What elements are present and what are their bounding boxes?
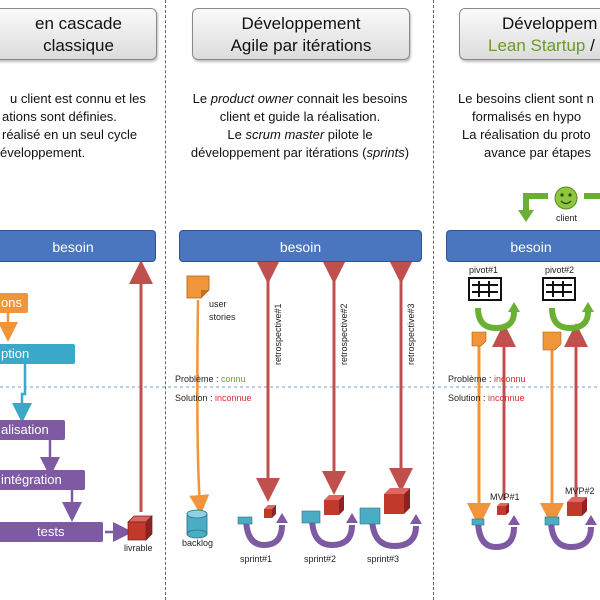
cascade-step-specifications: ons (0, 293, 28, 313)
sprint-label-3: sprint#3 (367, 554, 400, 564)
user-stories-label: user stories (209, 298, 236, 324)
col3-title-line2: Lean Startup / (488, 35, 600, 57)
col1-desc-line2: ations sont définies. (2, 109, 117, 124)
col2-desc-l1-pre: Le (192, 91, 211, 106)
cascade-step-tests: tests (0, 522, 103, 542)
col1-desc-line3: réalisé en un seul cycle (2, 127, 138, 142)
col3-solution-value: inconnue (488, 393, 525, 403)
col3-title-lean: Lean Startup (488, 36, 586, 55)
col2-desc-l4-pre: développement par itérations ( (190, 145, 367, 160)
col3-solution-label: Solution : (448, 393, 489, 403)
col3-besoin-bar: besoin (446, 230, 600, 262)
col3-probleme: Problème : inconnu (448, 374, 526, 384)
col2-solution-value: inconnue (215, 393, 252, 403)
col2-desc-l4-post: ) (404, 145, 410, 160)
col2-desc-l3-pre: Le (227, 127, 246, 142)
col2-desc-line4: développement par itérations (sprints) (168, 144, 432, 162)
cascade-step-integration: intégration (0, 470, 85, 490)
mvp-label-2: MVP#2 (565, 486, 595, 496)
sprint-label-1: sprint#1 (240, 554, 273, 564)
client-label: client (556, 213, 578, 223)
col2-desc-l1-em: product owner (210, 91, 294, 106)
col2-title-line1: Développement (241, 14, 361, 33)
col2-solution: Solution : inconnue (175, 393, 252, 403)
col2-probleme: Problème : connu (175, 374, 246, 384)
col3-title: Développem Lean Startup / (459, 8, 600, 60)
col3-title-rest: / (585, 36, 595, 55)
col3-probleme-label: Problème : (448, 374, 495, 384)
col2-desc-l4-em: sprints (366, 145, 405, 160)
retrospective-label-3: retrospective#3 (406, 303, 416, 365)
col3-description: Le besoins client sont n formalisés en h… (450, 90, 600, 162)
col2-desc-line3: Le scrum master pilote le (168, 126, 432, 144)
pivot-label-1: pivot#1 (469, 265, 499, 275)
col3-title-line1: Développem (502, 14, 598, 33)
mvp-label-1: MVP#1 (490, 492, 520, 502)
cascade-step-conception: ption (0, 344, 75, 364)
col3-probleme-value: inconnu (494, 374, 526, 384)
col2-description: Le product owner connait les besoins cli… (168, 90, 432, 162)
col3-solution: Solution : inconnue (448, 393, 525, 403)
col3-desc-line4: avance par étapes (484, 145, 591, 160)
col1-title: en cascade classique (0, 8, 157, 60)
col3-desc-line1: Le besoins client sont n (458, 91, 594, 106)
user-stories-label-1: user (209, 299, 227, 309)
col2-desc-line1: Le product owner connait les besoins (168, 90, 432, 108)
col2-title: Développement Agile par itérations (192, 8, 410, 60)
cascade-step-realisation: alisation (0, 420, 65, 440)
retrospective-label-2: retrospective#2 (339, 303, 349, 365)
cascade-arrow-2 (12, 364, 32, 423)
col2-desc-l3-post: pilote le (324, 127, 373, 142)
col2-besoin-bar: besoin (179, 230, 422, 262)
col1-besoin-bar: besoin (0, 230, 156, 262)
col2-desc-line2: client et guide la réalisation. (219, 109, 381, 124)
col2-title-line2: Agile par itérations (230, 36, 372, 55)
col1-desc-line1: u client est connu et les (10, 91, 146, 106)
col3-desc-line3: La réalisation du proto (462, 127, 591, 142)
user-stories-label-2: stories (209, 312, 236, 322)
col1-title-line2: classique (43, 36, 114, 55)
col2-probleme-label: Problème : (175, 374, 222, 384)
backlog-label: backlog (182, 538, 214, 548)
user-stories-to-backlog (189, 299, 210, 515)
col1-title-line1: en cascade (35, 14, 122, 33)
pivot-label-2: pivot#2 (545, 265, 575, 275)
col1-description: u client est connu et les ations sont dé… (0, 90, 160, 162)
col2-desc-l1-post: connait les besoins (293, 91, 408, 106)
column-divider-2 (433, 0, 434, 600)
col1-livrable-label: livrable (124, 543, 153, 553)
col1-desc-line4: éveloppement. (0, 145, 86, 160)
col2-desc-l3-em: scrum master (245, 127, 325, 142)
retrospective-label-1: retrospective#1 (273, 303, 283, 365)
sprint-label-2: sprint#2 (304, 554, 337, 564)
col3-desc-line2: formalisés en hypo (472, 109, 582, 124)
col2-probleme-value: connu (221, 374, 246, 384)
column-divider-1 (165, 0, 166, 600)
col2-solution-label: Solution : (175, 393, 216, 403)
